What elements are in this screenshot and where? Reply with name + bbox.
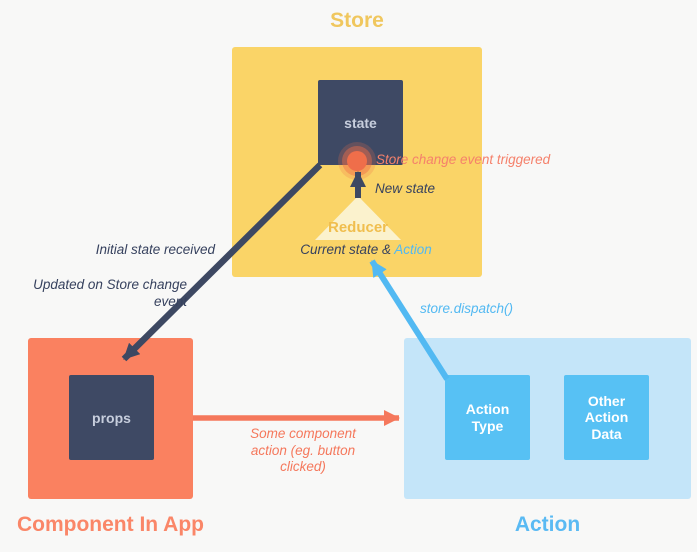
reducer-input-prefix: Current state & [300, 242, 391, 257]
action-type-box: Action Type [445, 375, 530, 460]
props-box: props [69, 375, 154, 460]
store-title: Store [330, 9, 384, 32]
reducer-input-action-highlight: Action [394, 242, 432, 257]
reducer-label: Reducer [327, 219, 389, 236]
other-action-data-box: Other Action Data [564, 375, 649, 460]
store-dispatch-annotation: store.dispatch() [420, 301, 514, 316]
action-title: Action [514, 513, 581, 536]
component-action-annotation: Some component action (eg. button clicke… [250, 426, 356, 474]
new-state-annotation: New state [375, 181, 436, 196]
action-type-label: Action Type [465, 400, 510, 434]
other-action-data-label: Other Action Data [584, 392, 629, 442]
state-box-label: state [344, 114, 377, 131]
props-box-label: props [92, 409, 131, 426]
component-title: Component In App [16, 513, 205, 536]
state-box: state [318, 80, 403, 165]
initial-state-annotation: Initial state received [95, 242, 215, 257]
store-change-event-annotation: Store change event triggered [376, 152, 551, 167]
updated-on-change-annotation: Updated on Store change event [33, 277, 187, 309]
reducer-input-annotation: Current state & Action [266, 242, 466, 259]
